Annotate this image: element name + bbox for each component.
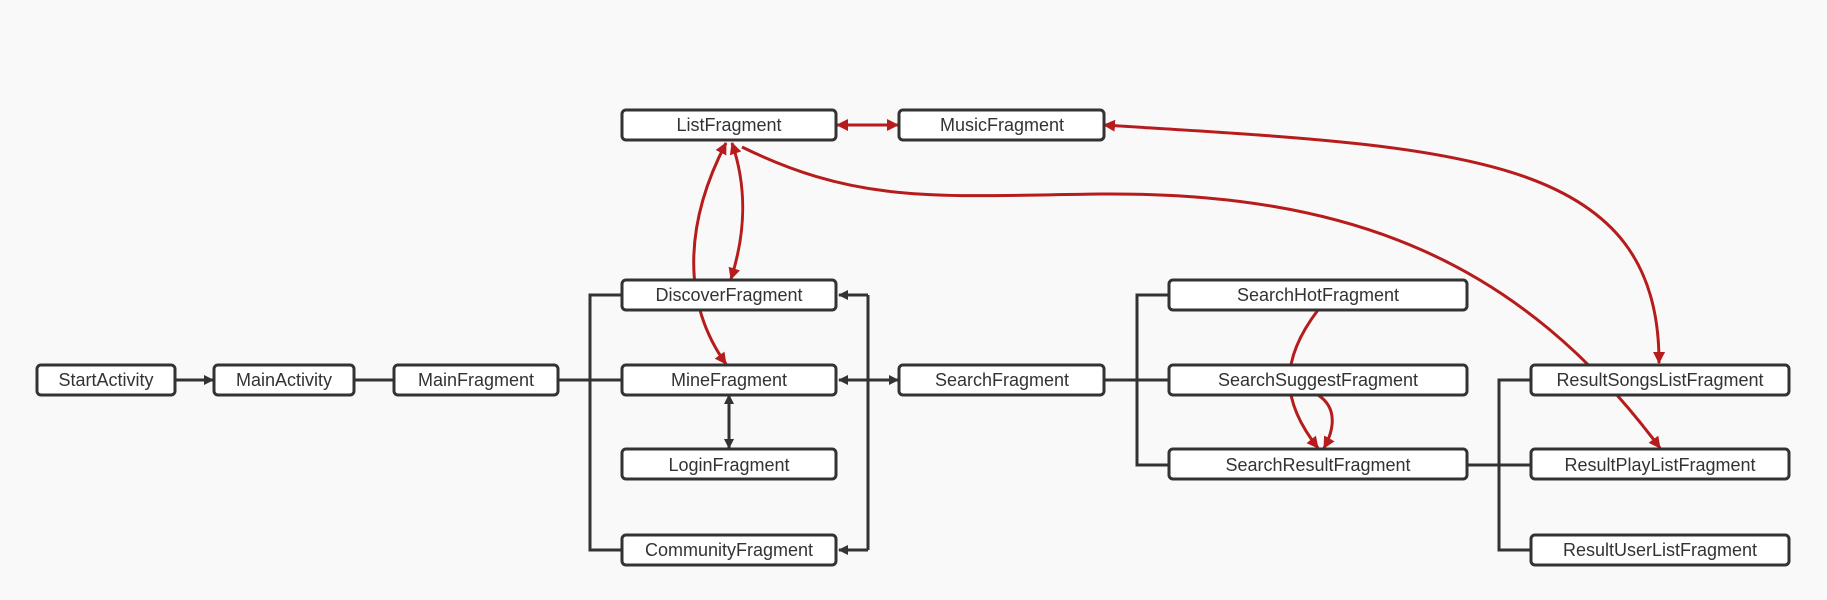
node-search-suggest-fragment: SearchSuggestFragment	[1167, 363, 1469, 397]
node-community-fragment: CommunityFragment	[620, 533, 838, 567]
node-search-fragment: SearchFragment	[897, 363, 1106, 397]
node-mine-fragment-label: MineFragment	[671, 370, 787, 390]
edge-list-mine	[692, 142, 728, 365]
node-search-hot-fragment-label: SearchHotFragment	[1237, 285, 1399, 305]
node-result-user-list-fragment-label: ResultUserListFragment	[1563, 540, 1757, 560]
node-community-fragment-label: CommunityFragment	[645, 540, 813, 560]
node-result-user-list-fragment: ResultUserListFragment	[1529, 533, 1791, 567]
node-search-suggest-fragment-label: SearchSuggestFragment	[1218, 370, 1418, 390]
node-main-activity-label: MainActivity	[236, 370, 332, 390]
node-list-fragment-label: ListFragment	[676, 115, 781, 135]
main-fragment-bracket	[588, 293, 622, 552]
node-search-hot-fragment: SearchHotFragment	[1167, 278, 1469, 312]
node-start-activity: StartActivity	[35, 363, 177, 397]
node-list-fragment: ListFragment	[620, 108, 838, 142]
node-main-fragment-label: MainFragment	[418, 370, 534, 390]
node-search-result-fragment: SearchResultFragment	[1167, 447, 1469, 481]
node-result-songs-list-fragment-label: ResultSongsListFragment	[1556, 370, 1763, 390]
edge-list-discover	[728, 142, 745, 280]
node-discover-fragment: DiscoverFragment	[620, 278, 838, 312]
red-connectors	[692, 119, 1666, 449]
node-discover-fragment-label: DiscoverFragment	[655, 285, 802, 305]
node-mine-fragment: MineFragment	[620, 363, 838, 397]
node-result-play-list-fragment: ResultPlayListFragment	[1529, 447, 1791, 481]
node-search-fragment-label: SearchFragment	[935, 370, 1069, 390]
edge-suggest-result	[1317, 393, 1335, 449]
node-music-fragment-label: MusicFragment	[940, 115, 1064, 135]
node-main-activity: MainActivity	[212, 363, 356, 397]
node-main-fragment: MainFragment	[392, 363, 560, 397]
node-result-play-list-fragment-label: ResultPlayListFragment	[1564, 455, 1755, 475]
node-start-activity-label: StartActivity	[58, 370, 153, 390]
node-search-result-fragment-label: SearchResultFragment	[1225, 455, 1410, 475]
black-connectors	[176, 290, 1531, 555]
node-login-fragment: LoginFragment	[620, 447, 838, 481]
node-result-songs-list-fragment: ResultSongsListFragment	[1529, 363, 1791, 397]
node-music-fragment: MusicFragment	[897, 108, 1106, 142]
edge-music-songs	[1103, 119, 1666, 364]
node-login-fragment-label: LoginFragment	[668, 455, 789, 475]
